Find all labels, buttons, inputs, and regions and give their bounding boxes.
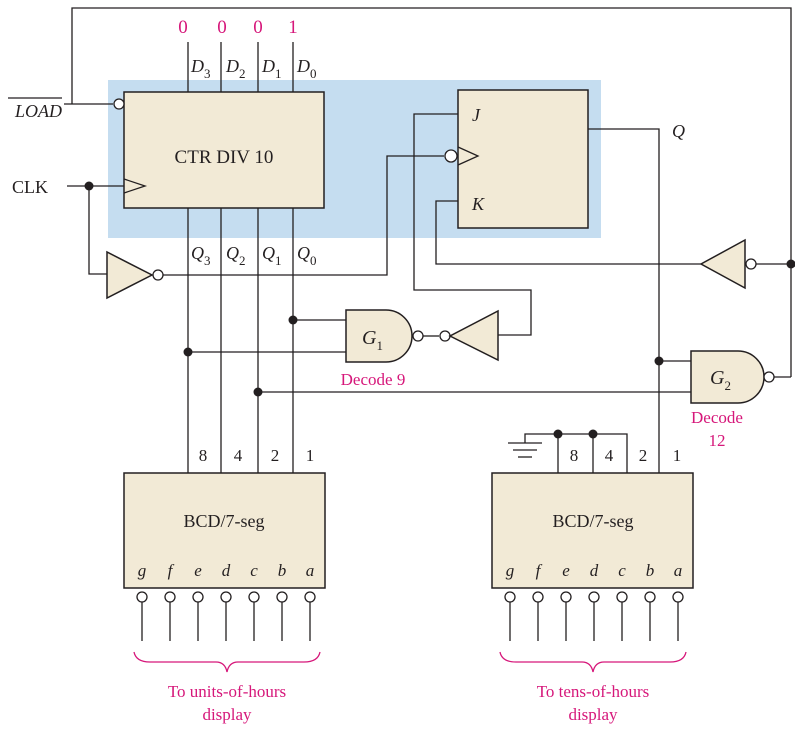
d1-value: 0 [253,17,263,38]
units-caption-line2: display [202,705,252,724]
g2-label: G2 [710,367,731,393]
tens-seg-b: b [646,561,655,580]
tens-seg-c: c [618,561,626,580]
tens-seg-f: f [536,561,543,580]
units-decoder [123,472,326,589]
k-inverter-bubble [745,258,757,270]
d0-value: 1 [288,17,298,38]
clk-branch-wire [88,186,107,275]
tens-in-1: 1 [673,446,682,465]
tens-segment-labels: g f e d c b a [506,561,683,580]
tens-seg-e: e [562,561,570,580]
g1-inverter [448,309,499,362]
units-seg-g: g [138,561,147,580]
load-label: LOAD [14,101,62,121]
tens-segment-outputs [504,591,684,641]
g1-label: G1 [362,327,383,353]
ff-clock-symbol [457,146,480,166]
tens-decoder [491,472,694,589]
jk-flipflop [457,89,589,229]
tens-brace [499,651,687,673]
ground-wire [524,433,593,443]
units-segment-outputs [136,591,316,641]
d1-label: D1 [261,56,282,81]
g2-nand-gate [690,350,765,404]
tens-caption-line1: To tens-of-hours [537,682,650,701]
units-in-4: 4 [234,446,243,465]
units-seg-f: f [168,561,175,580]
units-seg-a: a [306,561,315,580]
load-feedback-wire [71,7,792,377]
q1-junction [253,387,263,397]
k-inverter [699,238,746,290]
tens-seg-g: g [506,561,515,580]
load-bubble [113,98,125,110]
g2-caption-line1: Decode [691,408,743,427]
g2-caption-line2: 12 [709,431,726,450]
q0-label: Q0 [297,243,317,268]
units-decoder-label: BCD/7-seg [184,511,265,531]
units-in-2: 2 [271,446,280,465]
d3-value: 0 [178,17,188,38]
counter-block [123,91,325,209]
g1-nand-gate [345,309,413,363]
j-wire [413,113,532,336]
d2-value: 0 [217,17,227,38]
k-wire [435,200,701,265]
ff-clock-bubble [444,149,458,163]
q3-junction [183,347,193,357]
d3-label: D3 [190,56,211,81]
tens-in-4: 4 [605,446,614,465]
ground-junction-4 [588,429,598,439]
q2-label: Q2 [226,243,246,268]
units-seg-d: d [222,561,231,580]
units-caption-line1: To units-of-hours [168,682,286,701]
q0-junction [288,315,298,325]
q3-label: Q3 [191,243,211,268]
clk-inverter [106,250,154,300]
g1-bubble [412,330,424,342]
load-junction [786,259,795,269]
tens-input-lines [557,433,628,473]
q1-label: Q1 [262,243,282,268]
q-junction [654,356,664,366]
ground-junction-8 [553,429,563,439]
units-seg-e: e [194,561,202,580]
units-in-1: 1 [306,446,315,465]
tens-caption-line2: display [568,705,618,724]
tens-decoder-label: BCD/7-seg [553,511,634,531]
g1-caption: Decode 9 [341,370,406,389]
d2-label: D2 [225,56,246,81]
ff-q-label: Q [672,121,685,141]
g2-bubble [763,371,775,383]
units-seg-b: b [278,561,287,580]
ff-j-label: J [472,105,481,125]
units-in-8: 8 [199,446,208,465]
ground-icon [508,442,542,458]
ff-k-label: K [471,194,485,214]
counter-clock-symbol [123,178,148,194]
units-segment-labels: g f e d c b a [138,561,315,580]
units-seg-c: c [250,561,258,580]
q-output-lines [187,208,294,473]
d-input-lines [187,42,294,92]
units-brace [133,651,321,673]
tens-seg-d: d [590,561,599,580]
tens-in-8: 8 [570,446,579,465]
d0-label: D0 [296,56,317,81]
tens-seg-a: a [674,561,683,580]
inverted-clk-wire [163,155,444,276]
clk-label: CLK [12,177,48,197]
tens-in-2: 2 [639,446,648,465]
counter-label: CTR DIV 10 [175,147,274,168]
clk-inverter-bubble [152,269,164,281]
